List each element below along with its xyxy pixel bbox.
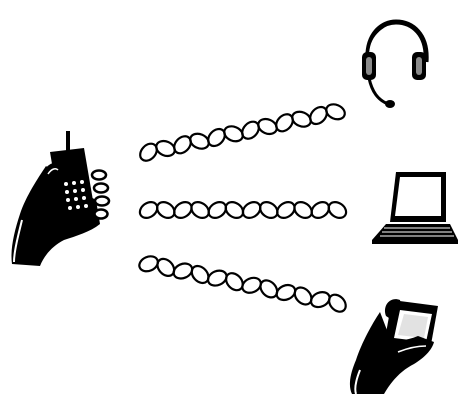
hand-holding-pda-icon — [350, 299, 438, 394]
wave-link-headset — [137, 102, 347, 164]
wave-loop — [324, 102, 347, 122]
wireless-links — [137, 102, 349, 315]
laptop-icon — [372, 172, 458, 244]
headset-icon — [362, 22, 426, 108]
wave-link-pda — [137, 254, 349, 315]
wave-link-laptop — [137, 199, 349, 221]
hand-holding-mobile-phone-icon — [11, 131, 109, 266]
wave-loop — [326, 199, 349, 221]
